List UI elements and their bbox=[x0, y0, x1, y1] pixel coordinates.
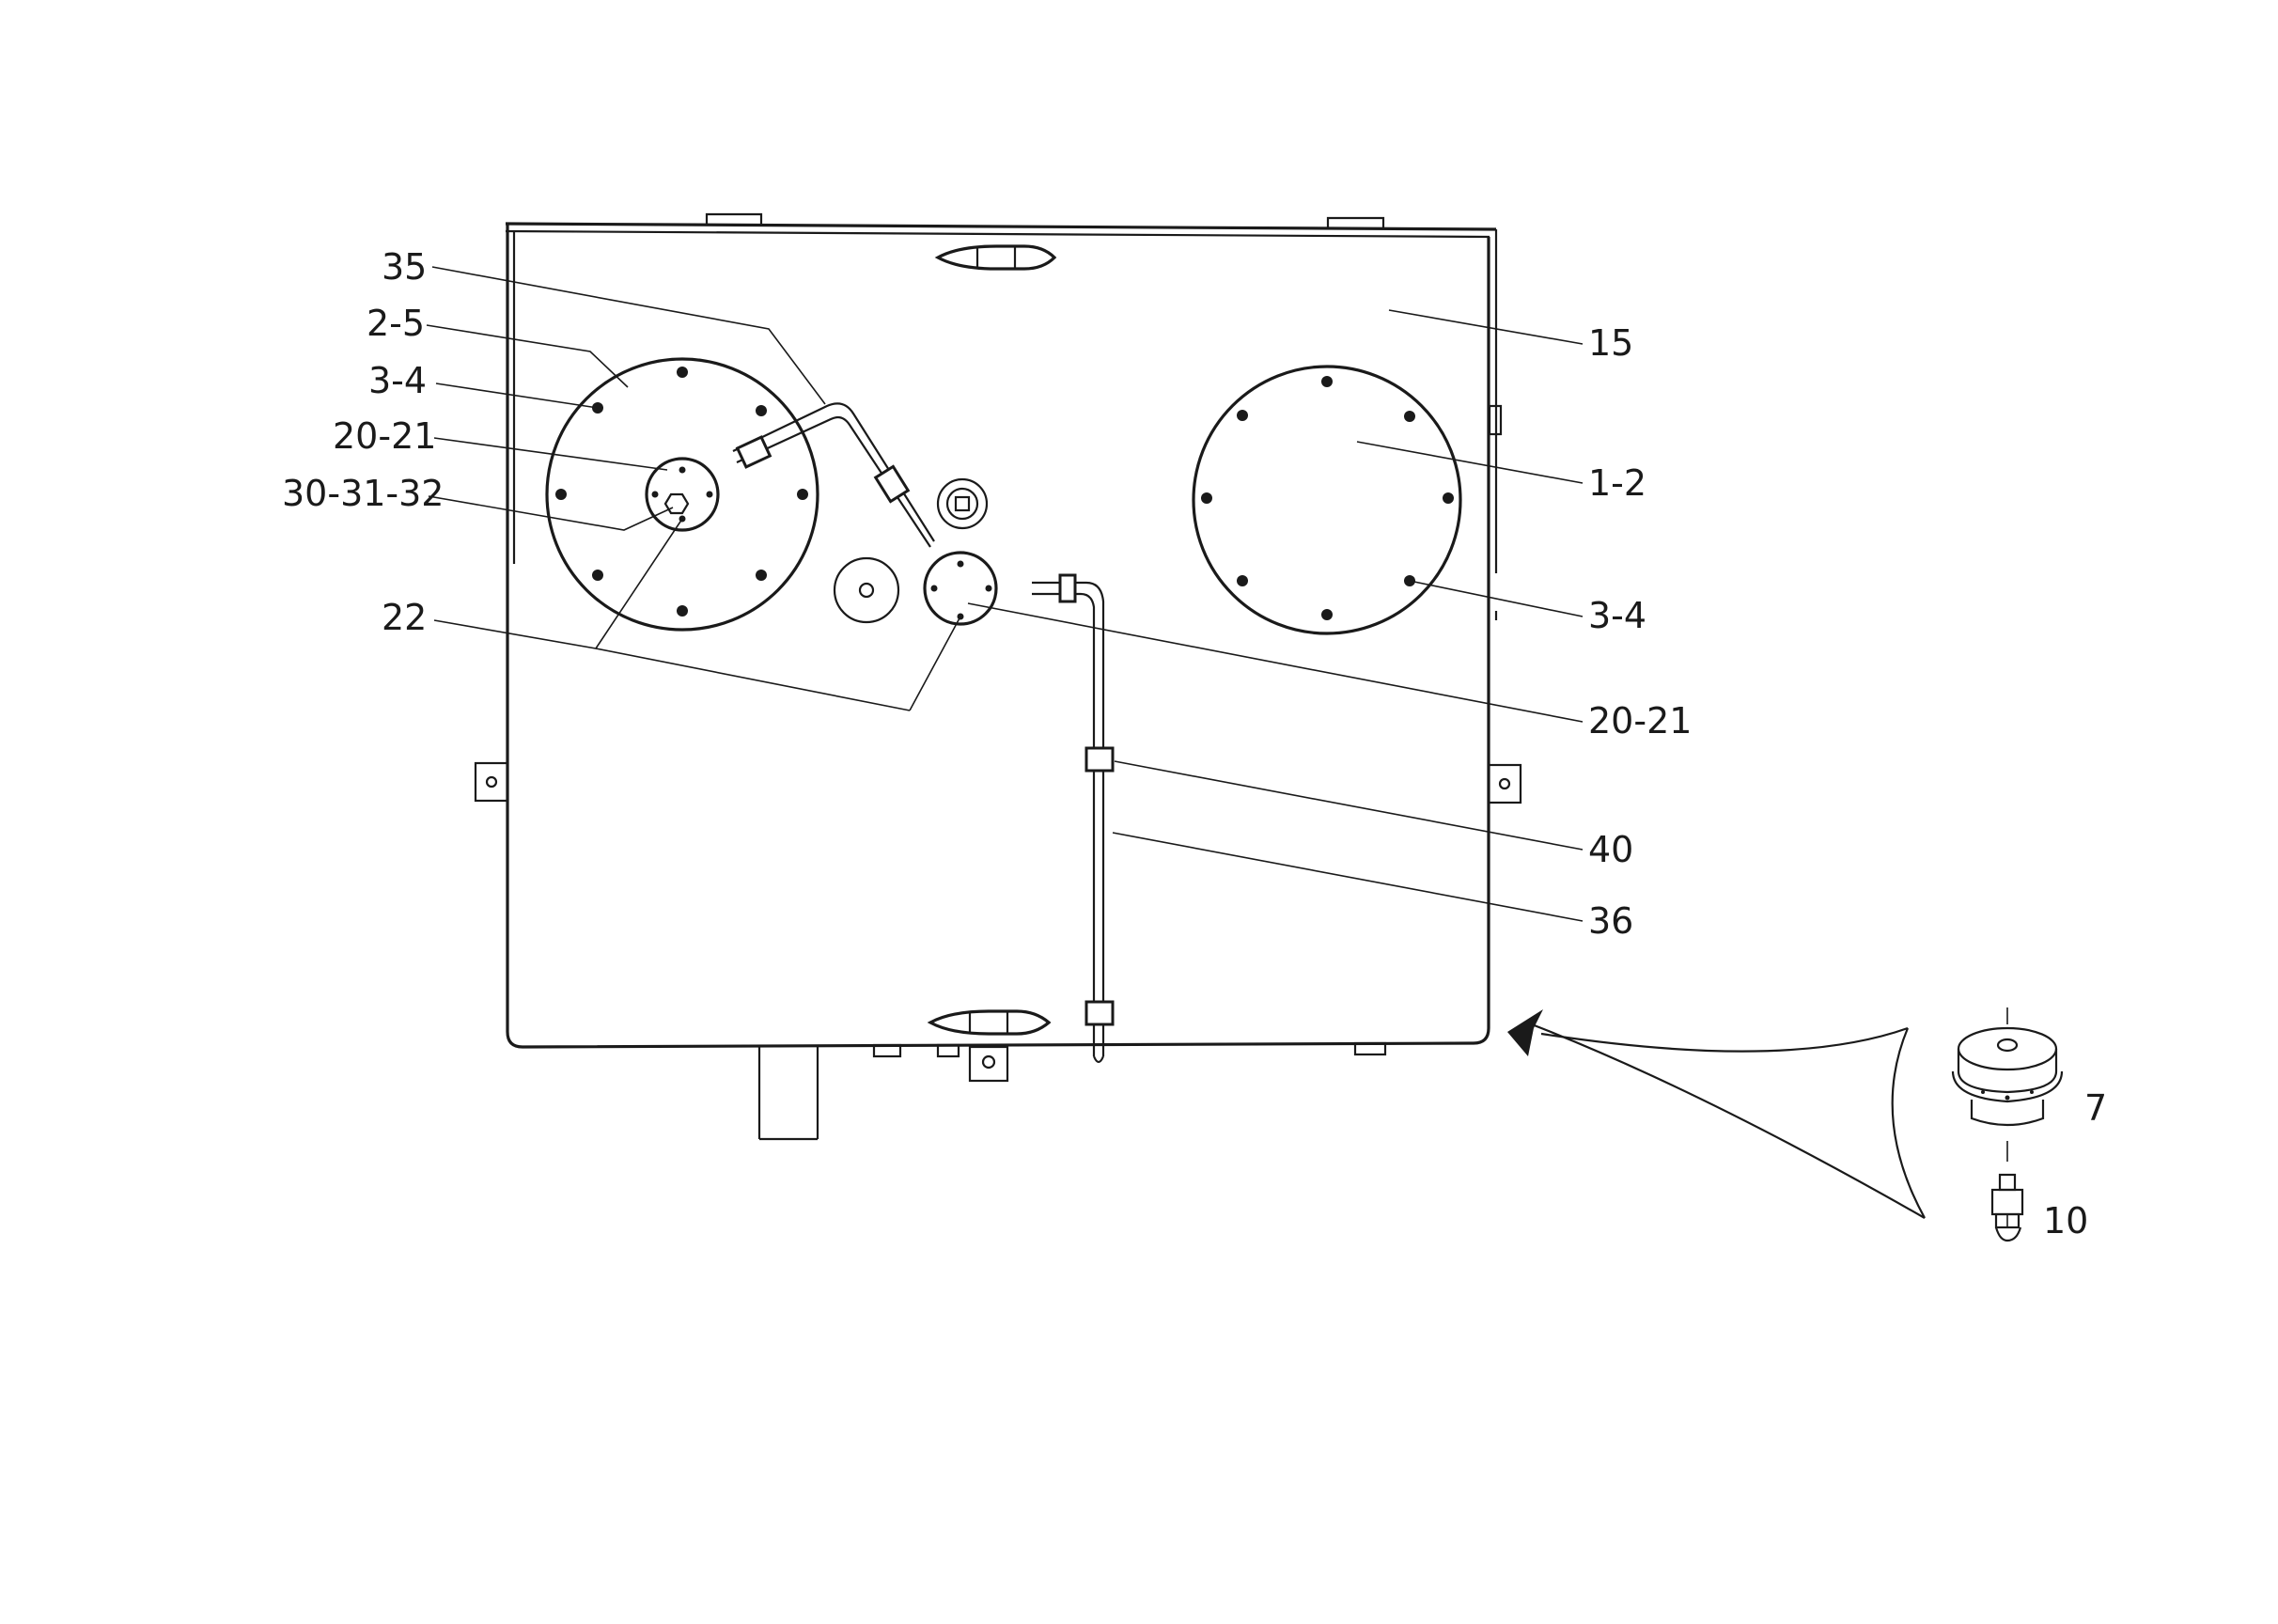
label-3-4-left: 3-4 bbox=[368, 360, 427, 401]
label-2-5: 2-5 bbox=[367, 303, 425, 344]
filler-cap bbox=[936, 477, 989, 530]
breather-cap-detail bbox=[1951, 1007, 2064, 1162]
label-22: 22 bbox=[382, 597, 427, 638]
top-handle bbox=[934, 244, 1057, 271]
label-7: 7 bbox=[2084, 1087, 2107, 1129]
bottom-bracket bbox=[968, 1045, 1009, 1083]
bottom-outlet bbox=[757, 1047, 819, 1141]
plug bbox=[833, 556, 900, 624]
label-10: 10 bbox=[2043, 1200, 2088, 1241]
left-sensor bbox=[645, 457, 720, 532]
label-36: 36 bbox=[1588, 900, 1633, 942]
left-flange bbox=[545, 357, 819, 632]
bottom-handle bbox=[927, 1009, 1052, 1036]
label-15: 15 bbox=[1588, 322, 1633, 364]
right-bracket bbox=[1487, 763, 1522, 804]
callout-labels: 35 2-5 3-4 20-21 30-31-32 22 15 1-2 3-4 … bbox=[282, 246, 2107, 1241]
tank-body bbox=[474, 212, 1522, 1141]
label-20-21-left: 20-21 bbox=[333, 415, 436, 457]
label-35: 35 bbox=[382, 246, 427, 288]
label-30-31-32: 30-31-32 bbox=[282, 473, 444, 514]
leader-lines bbox=[426, 266, 1584, 922]
label-40: 40 bbox=[1588, 829, 1633, 870]
drain-pipe bbox=[1032, 573, 1115, 1064]
vent-pipe bbox=[732, 402, 935, 548]
right-flange bbox=[1192, 365, 1462, 635]
center-sensor bbox=[923, 551, 998, 626]
left-bracket bbox=[474, 761, 509, 803]
label-3-4-right: 3-4 bbox=[1588, 595, 1646, 636]
detail-arrow bbox=[1507, 1009, 1926, 1219]
label-20-21-right: 20-21 bbox=[1588, 700, 1692, 742]
valve-detail bbox=[1990, 1173, 2024, 1242]
label-1-2: 1-2 bbox=[1588, 462, 1646, 504]
